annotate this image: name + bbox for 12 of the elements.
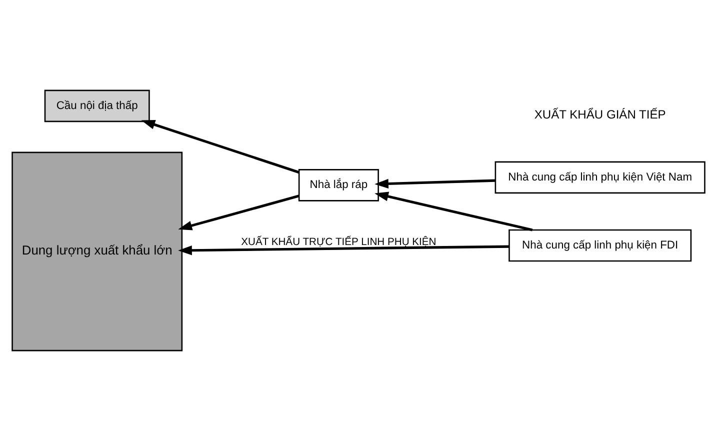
node-box: Nhà cung cấp linh phụ kiện FDI (508, 228, 692, 262)
arrow (141, 120, 300, 174)
node-box: Dung lượng xuất khẩu lớn (12, 151, 183, 351)
node-box: Cầu nội địa thấp (44, 89, 150, 122)
arrow (374, 178, 496, 188)
node-box: Nhà cung cấp linh phụ kiện Việt Nam (494, 160, 706, 194)
arrow (374, 191, 533, 231)
label: XUẤT KHẨU GIÁN TIẾP (534, 107, 666, 122)
node-box: Nhà lắp ráp (298, 168, 379, 201)
arrow (178, 244, 510, 255)
edge-label: XUẤT KHẨU TRỰC TIẾP LINH PHỤ KIỆN (241, 236, 436, 248)
arrow (178, 194, 300, 230)
